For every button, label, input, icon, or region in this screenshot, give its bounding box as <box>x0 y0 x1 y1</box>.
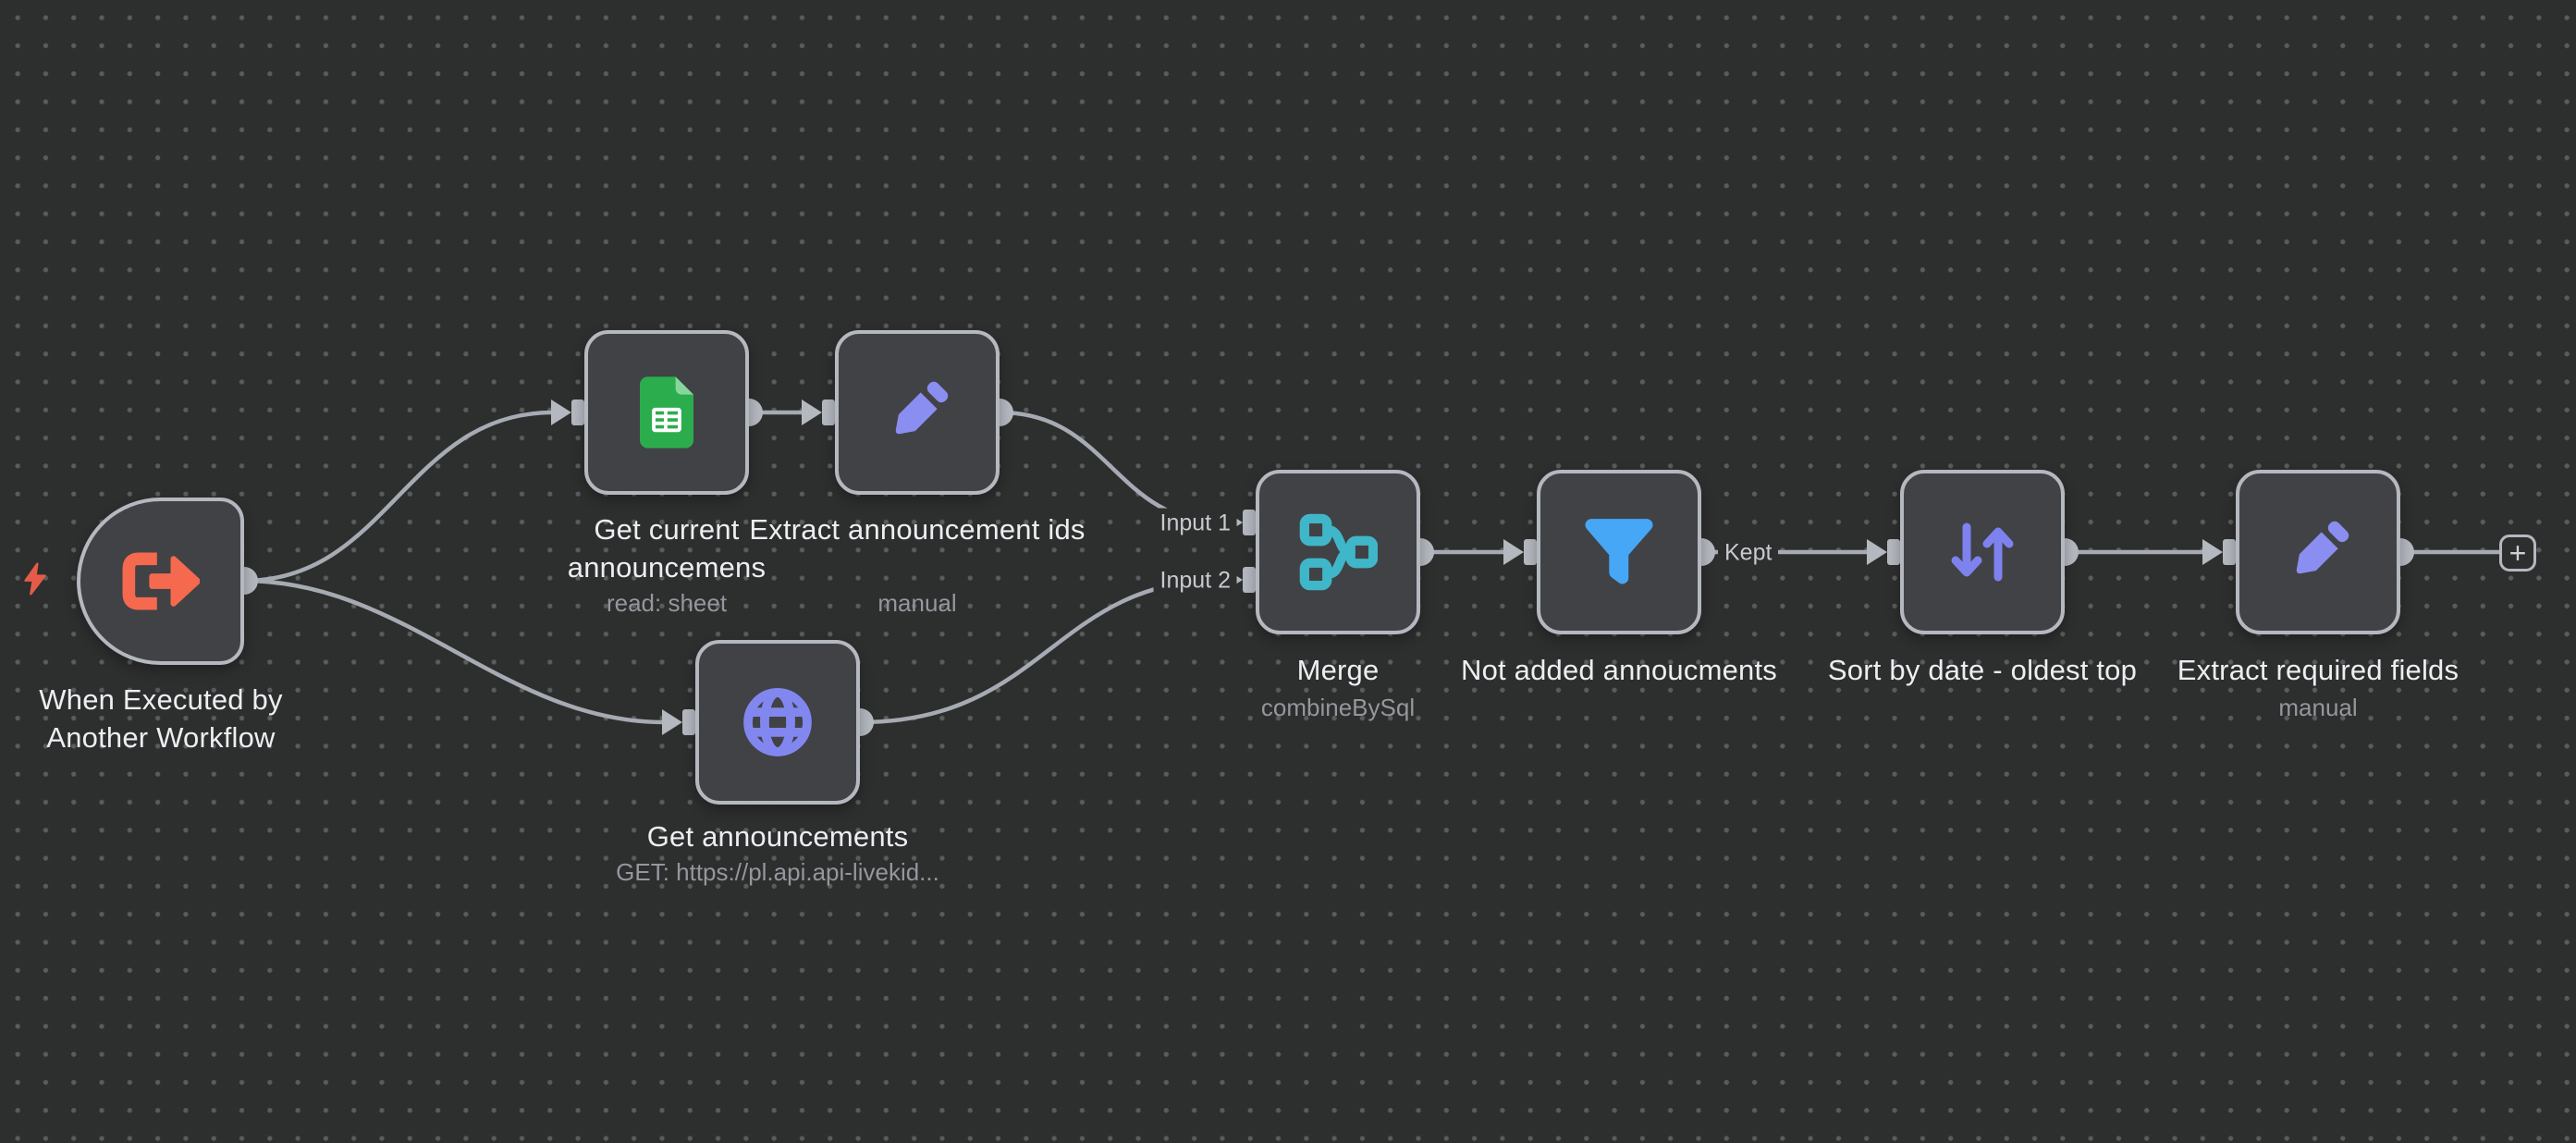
node-get-current-announcements[interactable] <box>584 330 749 495</box>
connection-extract-ids-to-merge-input1[interactable] <box>999 410 1224 525</box>
node-title: When Executed by Another Workflow <box>39 683 283 754</box>
node-extract-announcement-ids[interactable] <box>835 330 1000 495</box>
input-port[interactable] <box>1524 539 1537 565</box>
node-title: Get announcements <box>646 820 909 853</box>
node-get-announcements[interactable] <box>695 640 860 805</box>
input-port[interactable] <box>1887 539 1900 565</box>
node-title: Extract announcement ids <box>749 513 1086 546</box>
sort-icon <box>1951 522 2014 582</box>
node-subtitle: manual <box>2278 694 2358 721</box>
connection-trigger-to-http[interactable] <box>243 578 665 725</box>
node-extract-required-fields[interactable] <box>2236 470 2400 634</box>
filter-icon <box>1585 519 1653 584</box>
arrowhead-icon <box>1503 539 1524 565</box>
node-sort-by-date-oldest-top[interactable] <box>1900 470 2065 634</box>
lightning-bolt-icon <box>24 562 46 596</box>
node-title: Not added annoucments <box>1461 654 1777 686</box>
merge-input1-label: Input 1 <box>1153 508 1237 539</box>
arrowhead-icon <box>1867 539 1887 565</box>
node-merge[interactable] <box>1256 470 1420 634</box>
node-title: Sort by date - oldest top <box>1827 654 2138 686</box>
input-port[interactable] <box>822 399 835 425</box>
node-title: Merge <box>1296 654 1380 686</box>
arrowhead-icon <box>802 399 822 425</box>
edit-pencil-icon <box>895 381 949 435</box>
input-port-2[interactable] <box>1243 567 1256 593</box>
node-when-executed-by-another-workflow[interactable] <box>77 498 244 665</box>
globe-icon <box>743 688 812 756</box>
google-sheets-icon <box>640 376 693 449</box>
node-subtitle: combineBySql <box>1260 694 1416 721</box>
node-subtitle: manual <box>877 589 957 617</box>
merge-input2-label: Input 2 <box>1153 565 1237 596</box>
node-subtitle: GET: https://pl.api.api-livekid... <box>616 858 939 886</box>
node-subtitle: read: sheet <box>606 589 728 617</box>
execute-workflow-icon <box>122 552 200 610</box>
node-title: Extract required fields <box>2177 654 2459 686</box>
input-port[interactable] <box>682 709 695 735</box>
edit-pencil-icon <box>2296 521 2349 574</box>
input-port[interactable] <box>2223 539 2236 565</box>
input-port-1[interactable] <box>1243 510 1256 535</box>
merge-icon <box>1299 513 1378 591</box>
add-node-button[interactable]: + <box>2499 535 2536 572</box>
plus-icon: + <box>2509 536 2527 570</box>
node-title: Get current announcemens <box>567 513 767 584</box>
arrowhead-icon <box>662 709 682 735</box>
filter-output-label: Kept <box>1718 537 1779 569</box>
arrowhead-icon <box>2202 539 2223 565</box>
connection-trigger-to-sheets[interactable] <box>243 410 554 584</box>
node-not-added-annoucments[interactable] <box>1537 470 1701 634</box>
input-port[interactable] <box>571 399 584 425</box>
arrowhead-icon <box>551 399 571 425</box>
